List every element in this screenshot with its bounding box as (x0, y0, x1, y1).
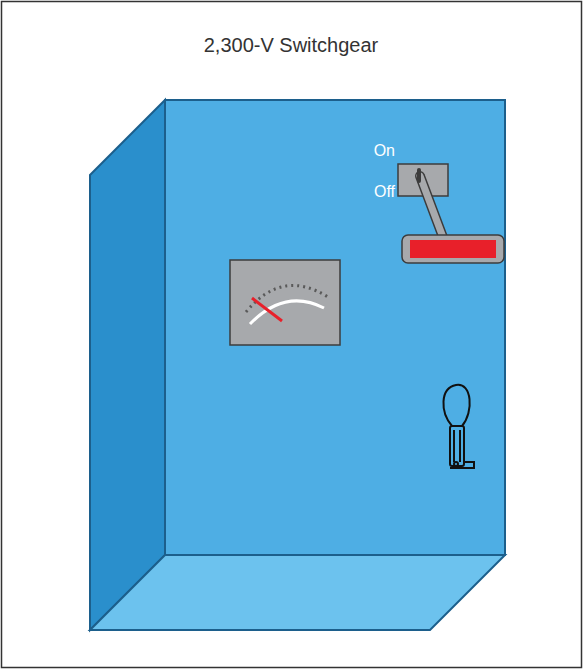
switch-lever-outline (420, 176, 444, 240)
cabinet-side (90, 100, 165, 630)
switch-on-label: On (374, 142, 395, 160)
gauge-ticks (246, 285, 328, 312)
switch-off-label: Off (374, 183, 395, 201)
door-latch (443, 385, 474, 468)
cabinet-bottom (90, 555, 505, 630)
switch-slot (417, 170, 421, 181)
gauge-box (230, 260, 340, 345)
cabinet-front (165, 100, 505, 555)
gauge-needle (252, 298, 282, 321)
diagram-title: 2,300-V Switchgear (204, 34, 379, 57)
switch-handle (402, 235, 504, 263)
switch-lever (420, 176, 444, 240)
switch-handle-red (410, 240, 496, 258)
